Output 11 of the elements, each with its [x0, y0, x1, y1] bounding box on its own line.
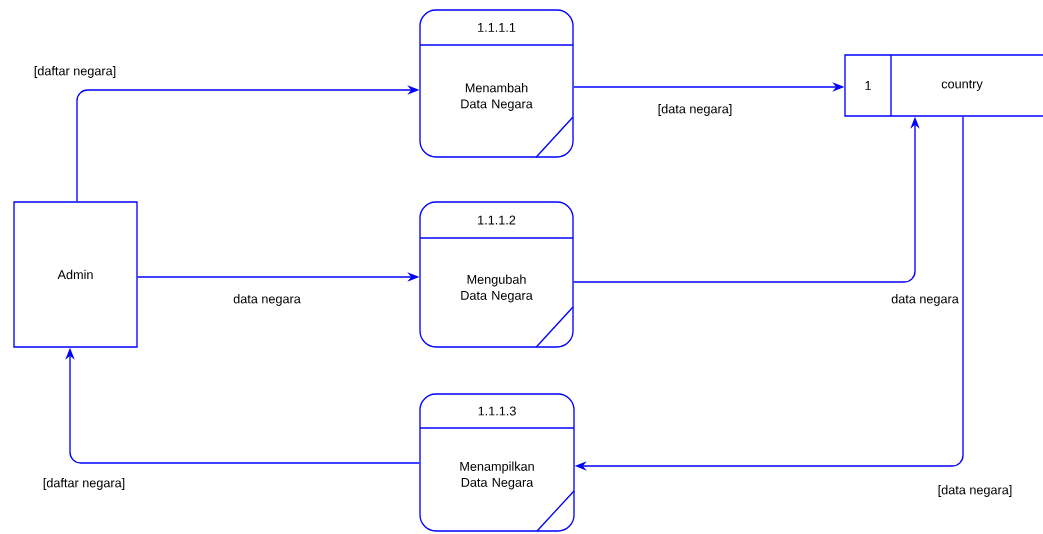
edge-label: data negara: [231, 292, 303, 308]
edge-label: [data negara]: [936, 483, 1014, 499]
edge-label: data negara: [889, 292, 961, 308]
edge-label: [daftar negara]: [41, 476, 127, 492]
process-box: 1.1.1.2 Mengubah Data Negara: [419, 201, 574, 348]
process-box: 1.1.1.3 Menampilkan Data Negara: [419, 393, 575, 532]
entity-box: Admin: [13, 201, 138, 348]
edge-label: [daftar negara]: [32, 64, 118, 80]
data-store: 1 country: [844, 54, 1043, 117]
edge-label: [data negara]: [656, 102, 734, 118]
process-box: 1.1.1.1 Menambah Data Negara: [419, 9, 574, 158]
